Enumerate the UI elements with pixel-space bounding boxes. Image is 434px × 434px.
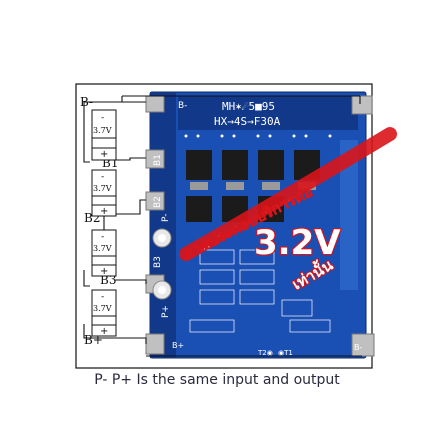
- cell-plus-sign: +: [100, 206, 108, 217]
- wiring: [83, 95, 362, 357]
- overlay-arc: [179, 127, 397, 261]
- pcb-board: [145, 91, 375, 359]
- cell-plus-sign: +: [100, 266, 108, 277]
- diagram-frame: [75, 83, 373, 369]
- board-pad-label-bminus: B-: [178, 101, 187, 111]
- cell-minus-sign: -: [101, 232, 104, 242]
- board-model-line2: HX→4S→F30A: [214, 115, 281, 128]
- board-pad-label-b1: B1: [153, 154, 163, 166]
- cell-voltage: 3.7V: [93, 244, 112, 253]
- board-model-line1: MH✶☄5■95: [222, 100, 275, 113]
- cell-minus-sign: -: [101, 113, 104, 123]
- cell-voltage: 3.7V: [93, 304, 112, 313]
- cell-voltage: 3.7V: [93, 184, 112, 193]
- battery-cell: - 3.7V +: [91, 229, 117, 277]
- cell-plus-sign: +: [100, 149, 108, 160]
- board-pad-label-pminus: P-: [161, 214, 171, 222]
- board-pad-label-bminus-right: B-: [354, 343, 362, 352]
- terminal-label-bminus: B-: [80, 95, 93, 109]
- board-mark-t2: T2◉: [257, 349, 273, 357]
- board-pad-label-b2: B2: [153, 196, 163, 208]
- cell-minus-sign: -: [101, 292, 104, 302]
- board-pad-label-b3: B3: [153, 256, 163, 268]
- cell-voltage: 3.7V: [93, 126, 112, 135]
- battery-cell: - 3.7V +: [91, 109, 117, 161]
- caption: P- P+ Is the same input and output: [94, 372, 340, 388]
- overlay-voltage: 3.2V: [254, 223, 341, 263]
- battery-cell: - 3.7V +: [91, 289, 117, 337]
- board-mark-t1: ◉T1: [278, 349, 293, 357]
- board-pad-label-pplus: P+: [161, 305, 171, 318]
- cell-minus-sign: -: [101, 172, 104, 182]
- cell-plus-sign: +: [100, 326, 108, 337]
- board-pad-label-bplus: B+: [172, 341, 184, 350]
- battery-cell: - 3.7V +: [91, 169, 117, 217]
